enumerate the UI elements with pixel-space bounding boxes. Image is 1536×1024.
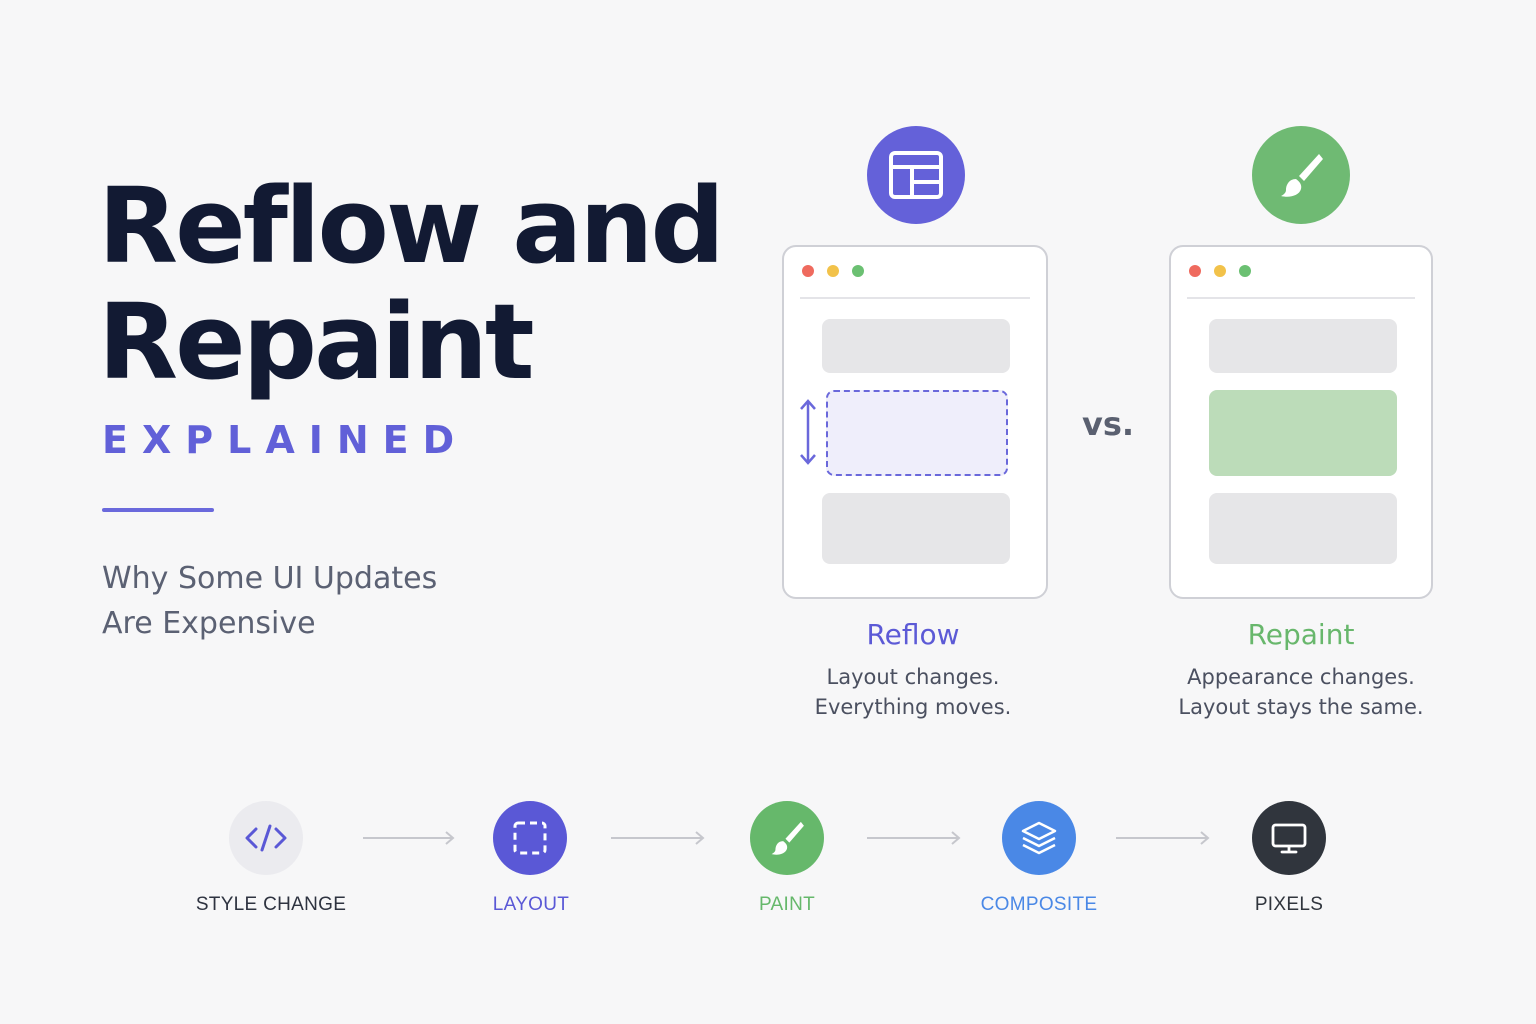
repaint-title: Repaint (1247, 618, 1355, 651)
reflow-desc-line-2: Everything moves. (814, 695, 1012, 719)
step-label-pixels: PIXELS (1254, 894, 1324, 915)
window-maximize-dot (1239, 265, 1251, 277)
window-close-dot (802, 265, 814, 277)
paintbrush-icon (1252, 126, 1350, 224)
step-label-layout: LAYOUT (492, 894, 570, 915)
title-line-1: Reflow and (98, 165, 725, 287)
subtitle-line-1: Why Some UI Updates (102, 561, 438, 596)
arrow-right-icon (867, 831, 961, 845)
content-block (822, 319, 1010, 373)
repaint-desc-line-1: Appearance changes. (1187, 665, 1415, 689)
repaint-browser-window (1169, 245, 1433, 599)
versus-label: vs. (1082, 405, 1135, 443)
reflow-title: Reflow (866, 618, 960, 651)
arrow-right-icon (611, 831, 705, 845)
content-block (1209, 493, 1397, 564)
step-label-paint: PAINT (758, 894, 816, 915)
window-divider (1187, 297, 1415, 299)
window-minimize-dot (827, 265, 839, 277)
dashed-square-icon (493, 801, 567, 875)
arrow-right-icon (1116, 831, 1210, 845)
arrow-right-icon (363, 831, 455, 845)
content-block (822, 493, 1010, 564)
repaint-desc-line-2: Layout stays the same. (1178, 695, 1424, 719)
monitor-icon (1252, 801, 1326, 875)
layers-icon (1002, 801, 1076, 875)
step-label-composite: COMPOSITE (980, 894, 1098, 915)
subtitle: Why Some UI Updates Are Expensive (102, 556, 582, 646)
moving-block (826, 390, 1008, 476)
reflow-desc-line-1: Layout changes. (826, 665, 1000, 689)
vertical-resize-arrow-icon (800, 399, 816, 465)
window-maximize-dot (852, 265, 864, 277)
layout-grid-icon (867, 126, 965, 224)
reflow-description: Layout changes. Everything moves. (743, 662, 1083, 722)
page-title: Reflow and Repaint (98, 168, 738, 400)
window-close-dot (1189, 265, 1201, 277)
repaint-description: Appearance changes. Layout stays the sam… (1131, 662, 1471, 722)
paintbrush-icon (750, 801, 824, 875)
code-icon (229, 801, 303, 875)
kicker-text: EXPLAINED (102, 418, 469, 462)
subtitle-line-2: Are Expensive (102, 606, 316, 641)
title-line-2: Repaint (98, 281, 535, 403)
step-label-style-change: STYLE CHANGE (195, 894, 347, 915)
reflow-browser-window (782, 245, 1048, 599)
repainted-block (1209, 390, 1397, 476)
title-underline (102, 508, 214, 512)
content-block (1209, 319, 1397, 373)
window-divider (800, 297, 1030, 299)
window-minimize-dot (1214, 265, 1226, 277)
